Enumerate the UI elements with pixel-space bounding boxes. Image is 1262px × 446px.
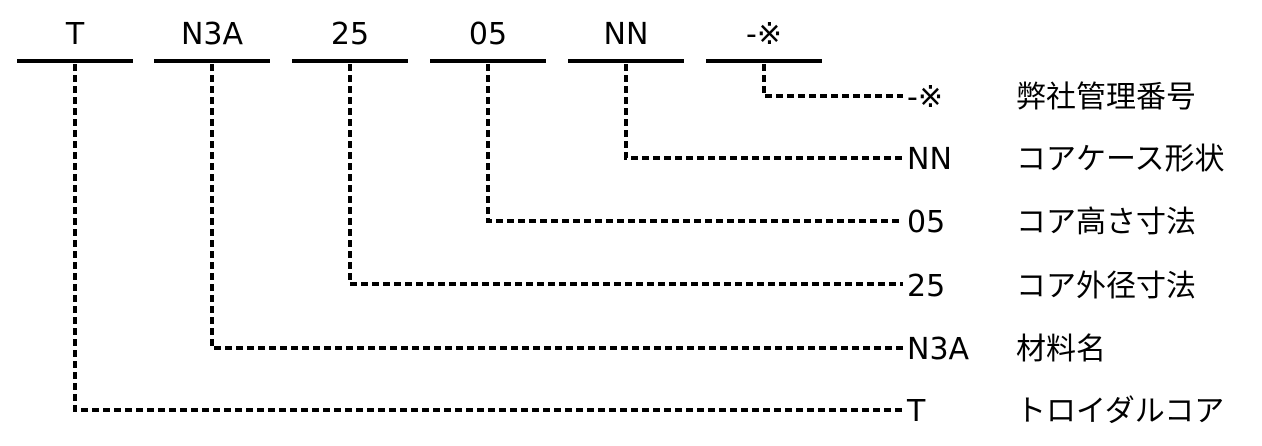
connector-line-4 — [624, 64, 903, 160]
segment-code-3: 05 — [469, 17, 507, 52]
legend-desc-core-diameter: コア外径寸法 — [1016, 269, 1196, 304]
connector-line-2 — [348, 64, 903, 286]
segment-code-1: N3A — [181, 17, 244, 52]
legend-code-core-height: 05 — [907, 205, 945, 240]
legend-code-case-shape: NN — [907, 142, 952, 177]
connector-line-5 — [762, 64, 903, 98]
connector-line-3 — [486, 64, 903, 223]
segment-code-4: NN — [604, 17, 649, 52]
legend-desc-case-shape: コアケース形状 — [1016, 142, 1225, 177]
legend-desc-core-height: コア高さ寸法 — [1016, 205, 1196, 240]
legend-desc-mgmt-number: 弊社管理番号 — [1016, 80, 1196, 115]
legend-code-mgmt-number: -※ — [907, 80, 943, 115]
legend-desc-toroidal: トロイダルコア — [1016, 394, 1224, 429]
segment-code-2: 25 — [331, 17, 369, 52]
segment-code-0: T — [65, 17, 85, 52]
legend-code-core-diameter: 25 — [907, 269, 945, 304]
legend-desc-material: 材料名 — [1016, 332, 1106, 367]
legend-code-toroidal: T — [906, 394, 926, 429]
connector-line-1 — [210, 64, 903, 350]
connector-line-0 — [73, 64, 903, 412]
legend-code-material: N3A — [907, 332, 970, 367]
segment-code-5: -※ — [746, 17, 782, 52]
